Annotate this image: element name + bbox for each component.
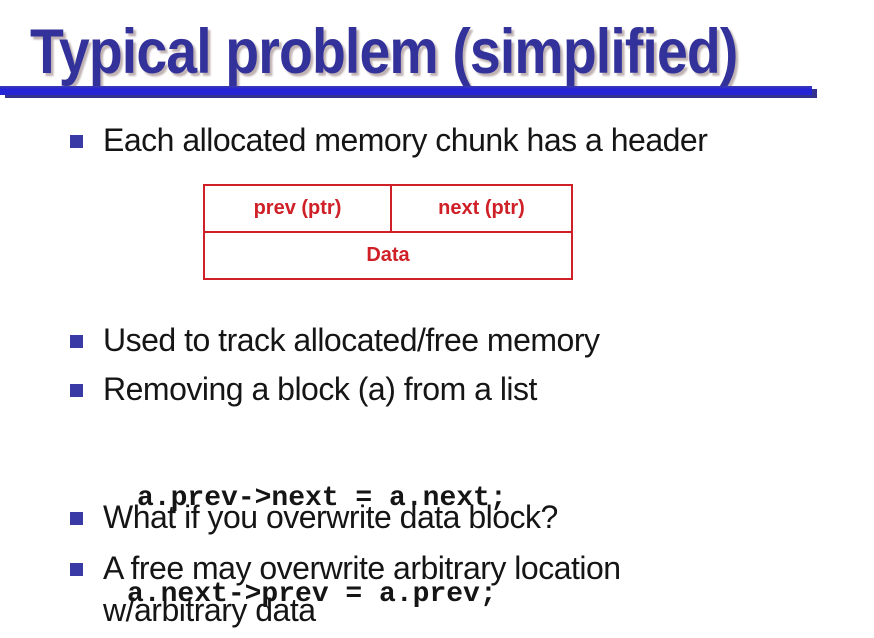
code-block: a.prev->next = a.next; a.next->prev = a.… (0, 419, 507, 638)
bullet-text: What if you overwrite data block? (103, 499, 558, 535)
slide-title: Typical problem (simplified) (30, 17, 738, 87)
bullet-text: Used to track allocated/free memory (103, 322, 600, 358)
bullet-text: Removing a block (a) from a list (103, 371, 537, 407)
bullet-text: Each allocated memory chunk has a header (103, 122, 708, 158)
bullet-square-icon (70, 135, 83, 148)
data-cell: Data (366, 244, 410, 266)
bullet-item-track: Used to track allocated/free memory (70, 319, 600, 361)
bullet-item-header: Each allocated memory chunk has a header (70, 119, 708, 161)
bullet-item-free: A free may overwrite arbitrary location … (70, 547, 723, 631)
header-row-pointers: prev (ptr) next (ptr) (205, 186, 571, 233)
bullet-square-icon (70, 512, 83, 525)
code-line: a.prev->next = a.next; (137, 483, 507, 514)
title-underline (0, 86, 812, 95)
bullet-square-icon (70, 384, 83, 397)
header-row-data: Data (205, 233, 571, 278)
bullet-text: A free may overwrite arbitrary location … (103, 550, 621, 628)
memory-header-diagram: prev (ptr) next (ptr) Data (203, 184, 573, 280)
bullet-item-removing: Removing a block (a) from a list (70, 368, 537, 410)
bullet-square-icon (70, 335, 83, 348)
prev-ptr-cell: prev (ptr) (205, 186, 392, 231)
bullet-square-icon (70, 563, 83, 576)
bullet-item-overwrite: What if you overwrite data block? (70, 496, 558, 538)
code-line: a.next->prev = a.prev; (127, 579, 497, 610)
next-ptr-cell: next (ptr) (438, 197, 525, 219)
